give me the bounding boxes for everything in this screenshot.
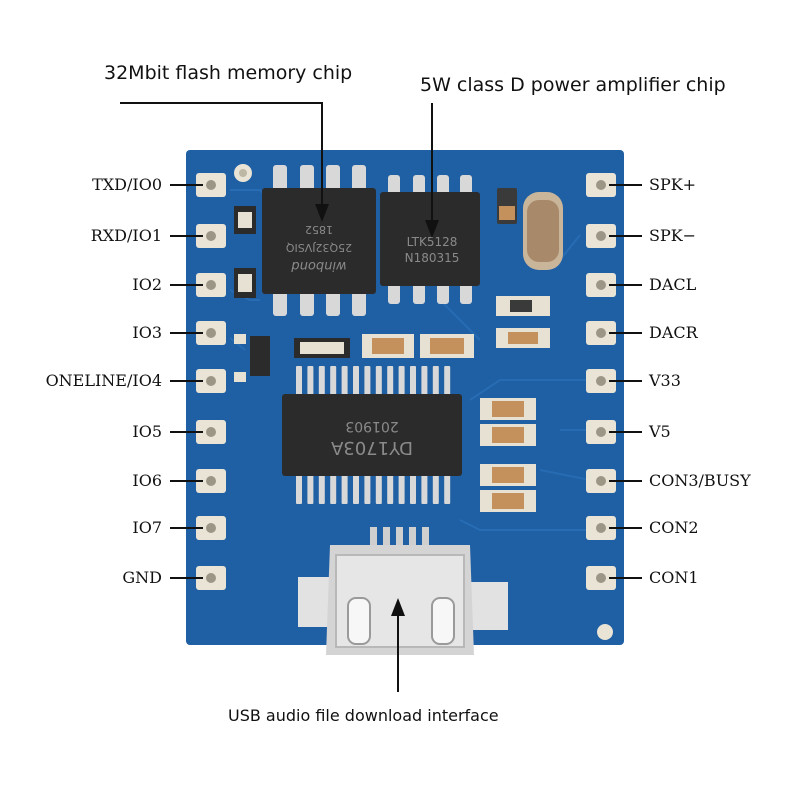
callout-arrowheads (315, 204, 439, 616)
capacitor (497, 188, 563, 270)
left-pin-label: ONELINE/IO4 (45, 371, 162, 390)
right-pin-label: CON1 (649, 568, 699, 587)
flash-marking-2: 25Q32JVSIQ (286, 241, 353, 254)
left-pin-label: TXD/IO0 (92, 175, 162, 194)
left-pin-label: RXD/IO1 (90, 226, 162, 245)
left-pin-label: IO5 (132, 422, 162, 441)
left-pin-pads (196, 173, 226, 590)
left-pin-label: IO3 (132, 323, 162, 342)
right-pin-label: V33 (649, 371, 681, 390)
left-pin-pad (196, 369, 226, 393)
flash-marking-1: winbond (291, 258, 347, 273)
pin-leader-lines (170, 184, 642, 579)
amp-marking-2: N180315 (405, 251, 460, 265)
decoder-marking-2: 201903 (345, 418, 398, 434)
left-pin-label: GND (122, 568, 162, 587)
test-pad (597, 624, 613, 640)
amplifier-chip: LTK5128 N180315 (380, 175, 480, 304)
right-pin-label: CON2 (649, 518, 699, 537)
right-pin-pad (586, 273, 616, 297)
left-pin-pad (196, 224, 226, 248)
right-pin-pad (586, 469, 616, 493)
amp-marking-1: LTK5128 (407, 235, 458, 249)
right-pin-pad (586, 369, 616, 393)
right-pin-label: DACR (649, 323, 698, 342)
smd-components-right (480, 398, 536, 512)
left-pin-pad (196, 420, 226, 444)
left-pin-pad (196, 566, 226, 590)
left-pin-pad (196, 516, 226, 540)
left-pin-pad (196, 173, 226, 197)
left-pin-label: IO2 (132, 275, 162, 294)
decoder-chip: DY1703A 201903 (282, 366, 462, 504)
left-pin-pad (196, 469, 226, 493)
callout-lines (120, 102, 433, 692)
right-pin-label: DACL (649, 275, 697, 294)
smd-components-middle (294, 296, 550, 358)
right-pin-pads (586, 173, 616, 590)
right-pin-pad (586, 321, 616, 345)
usb-connector (298, 527, 508, 655)
right-pin-label: CON3/BUSY (649, 471, 751, 490)
right-pin-label: V5 (649, 422, 671, 441)
smd-components-left (234, 206, 270, 382)
right-pin-pad (586, 420, 616, 444)
amp-chip-callout: 5W class D power amplifier chip (420, 74, 726, 96)
right-pin-label: SPK+ (649, 175, 697, 194)
right-pin-pad (586, 224, 616, 248)
right-pin-pad (586, 516, 616, 540)
left-pin-pad (196, 273, 226, 297)
right-pin-pad (586, 173, 616, 197)
left-pin-label: IO6 (132, 471, 162, 490)
decoder-marking-1: DY1703A (330, 437, 413, 458)
usb-interface-callout: USB audio file download interface (228, 706, 499, 725)
flash-chip: winbond 25Q32JVSIQ 1852 (262, 165, 376, 316)
flash-marking-3: 1852 (305, 223, 333, 236)
left-pin-label: IO7 (132, 518, 162, 537)
flash-chip-callout: 32Mbit flash memory chip (104, 62, 353, 84)
left-pin-pad (196, 321, 226, 345)
right-pin-label: SPK− (649, 226, 697, 245)
right-pin-pad (586, 566, 616, 590)
